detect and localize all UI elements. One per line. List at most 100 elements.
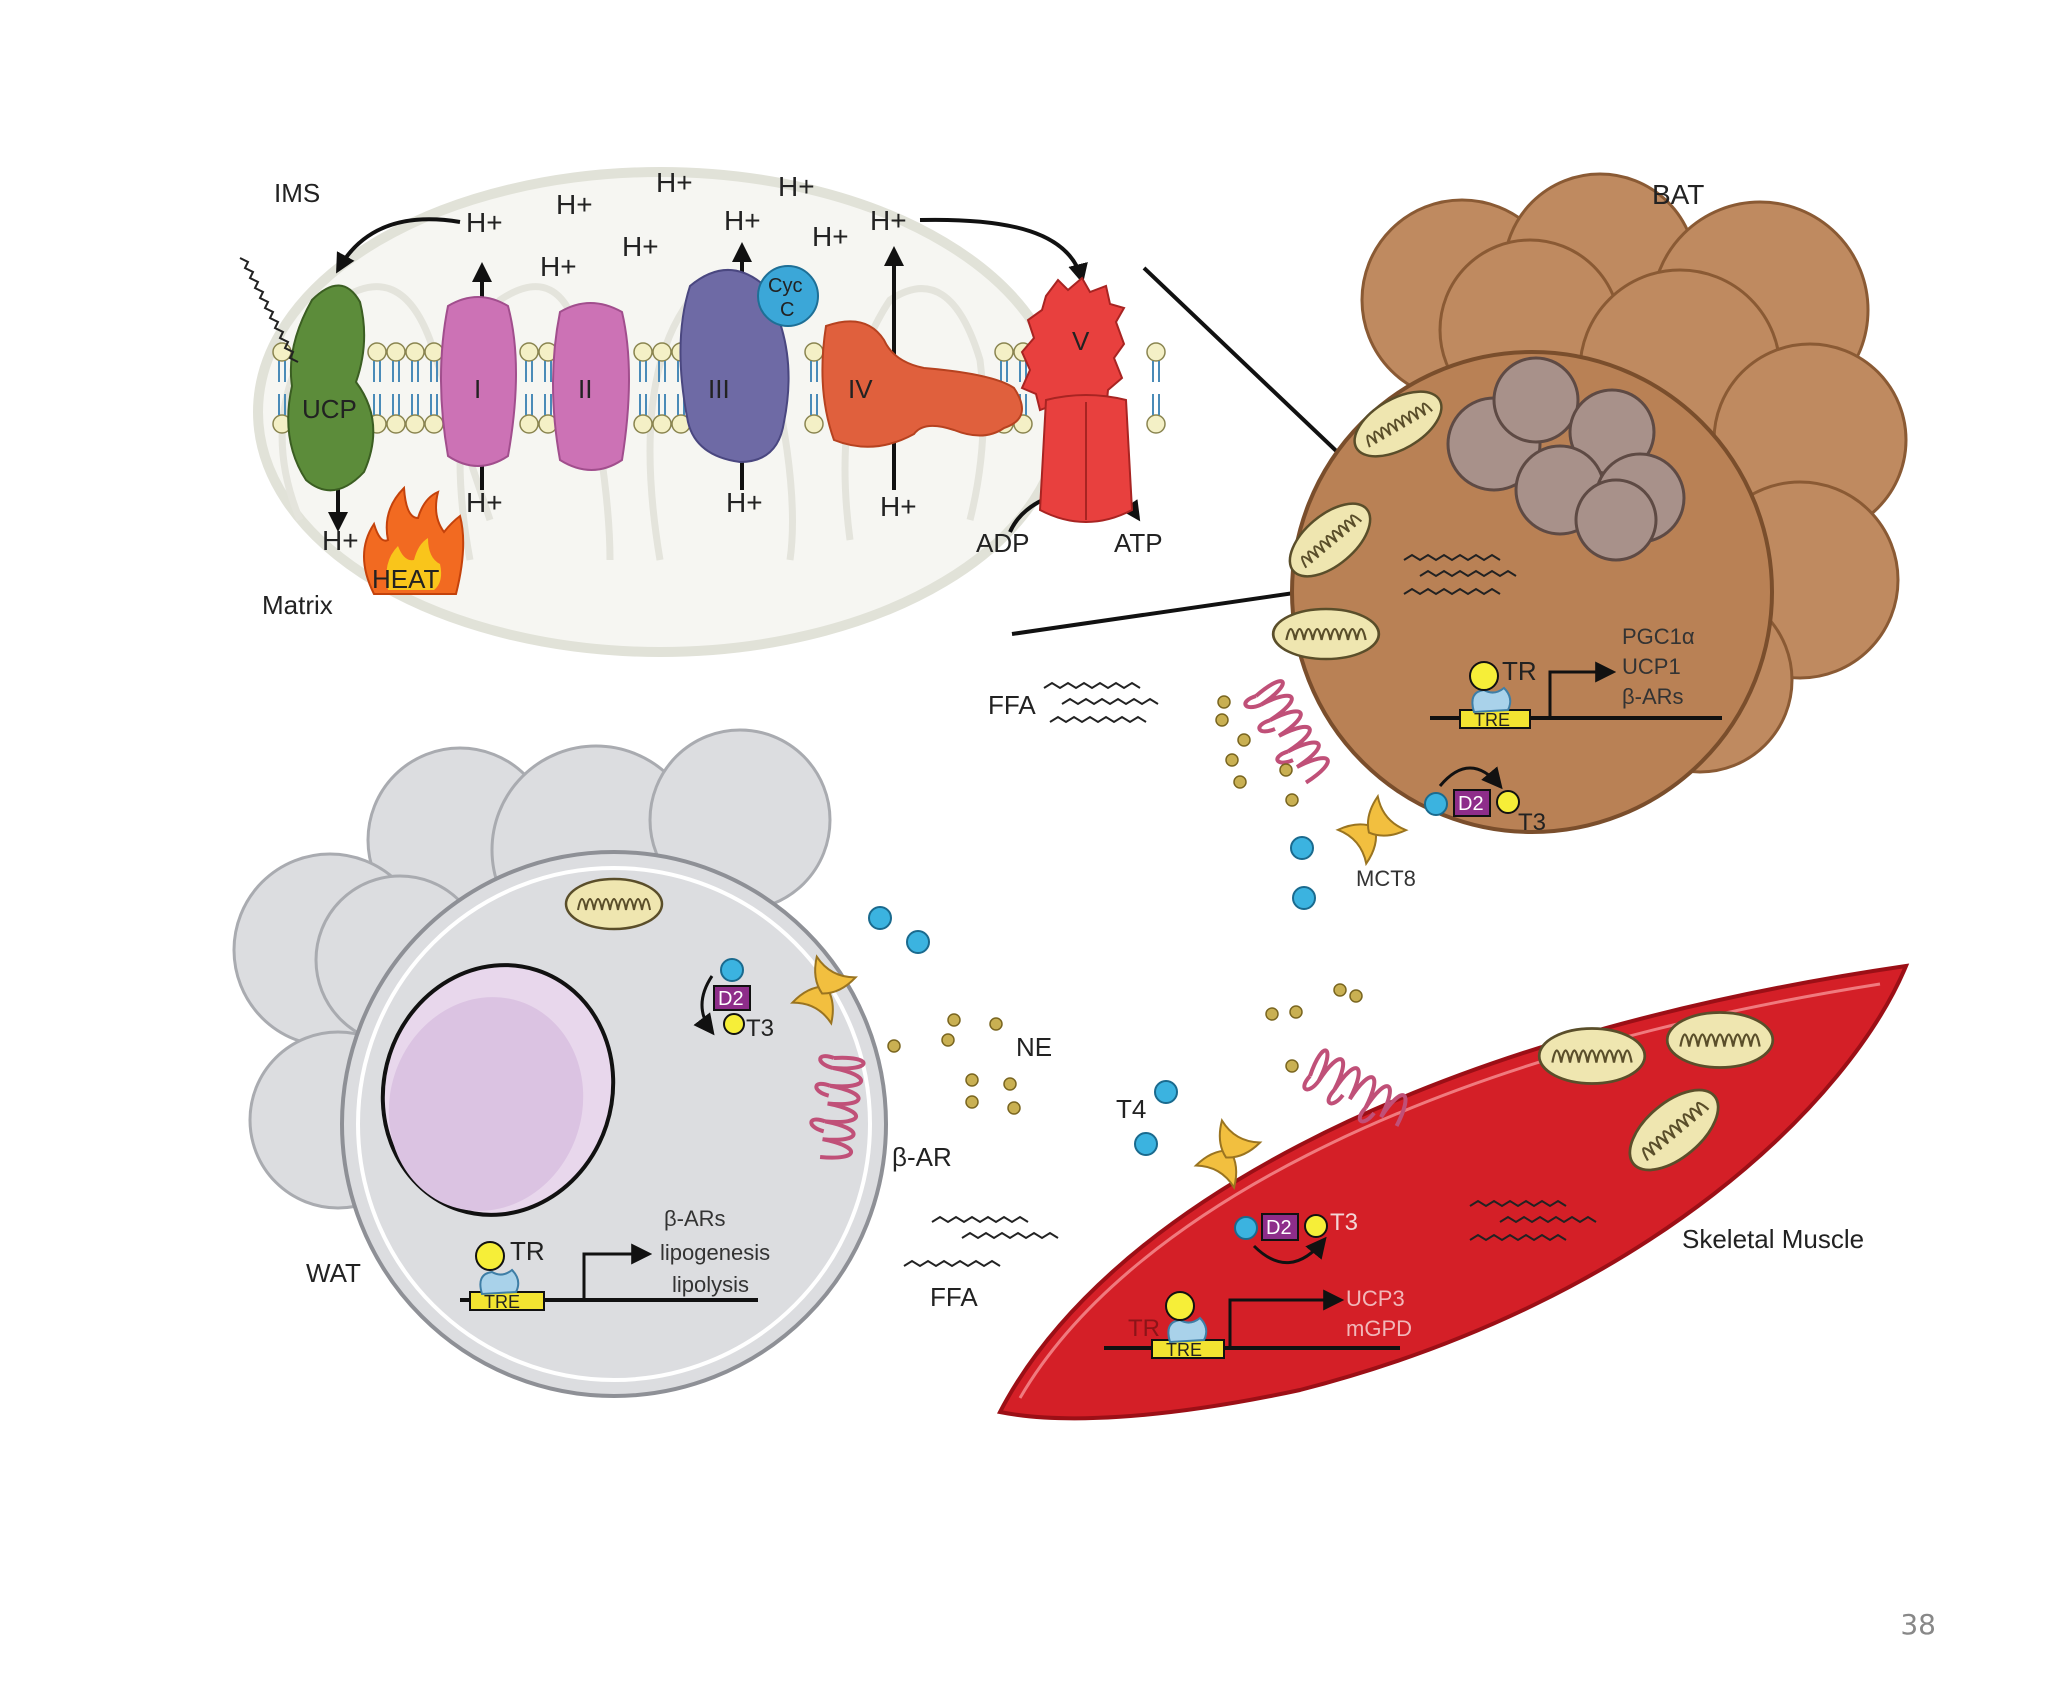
t4-molecule [1290, 836, 1314, 860]
wat-t3-label: T3 [746, 1015, 774, 1042]
complex-iii: III [679, 269, 790, 464]
lipid-head [804, 414, 824, 434]
page-number: 38 [1900, 1608, 1936, 1641]
lipid-tail [411, 361, 419, 382]
h-plus-label: H+ [656, 167, 693, 198]
muscle-mitochondrion [1537, 1027, 1647, 1085]
wat-d2-box [713, 985, 751, 1011]
complex-v-atp-synthase: V [1020, 276, 1134, 523]
cyc-c-label: C [780, 299, 794, 321]
muscle-transcription-arrow [1228, 1289, 1345, 1348]
signal-squiggle [239, 257, 299, 363]
h-plus-label: H+ [322, 525, 359, 556]
lipid-tail [810, 361, 818, 382]
muscle-target-gene: UCP3 [1346, 1286, 1405, 1311]
heat-label: HEAT [372, 564, 440, 594]
beta-ar-label: β-AR [892, 1142, 952, 1172]
h-plus-label: H+ [622, 231, 659, 262]
wat-d2-arrow [693, 975, 715, 1036]
lipid-head [519, 342, 539, 362]
lipid-head [652, 342, 672, 362]
adp-label: ADP [976, 528, 1029, 558]
ne-label: NE [1016, 1032, 1052, 1062]
complex-i-label: I [474, 374, 481, 404]
lipid-head [652, 414, 672, 434]
bat-lipid-droplets [1446, 356, 1686, 562]
t4-label: T4 [1116, 1094, 1146, 1124]
bat-t3-ligand [1469, 661, 1499, 691]
lipid-head [405, 414, 425, 434]
h-plus-label: H+ [870, 205, 907, 236]
bat-t3-label: T3 [1518, 809, 1546, 836]
lipid-head [367, 342, 387, 362]
lipid-tail [392, 361, 400, 382]
lipid-head [1146, 342, 1166, 362]
lipid-tail [278, 361, 286, 382]
h-plus-label: H+ [466, 207, 503, 238]
bat-transcription-arrow [1548, 661, 1617, 718]
lipid-tail [658, 394, 666, 415]
lipid-tail [1152, 394, 1160, 415]
lipid-tail [411, 394, 419, 415]
muscle-t3-ligand [1165, 1291, 1195, 1321]
bat-d2-arrow [1438, 766, 1503, 790]
complex-iii-label: III [708, 374, 730, 404]
t4-molecule [1292, 886, 1316, 910]
bat-d2-conversion: D2 T3 [1424, 766, 1546, 836]
t4-molecule [720, 958, 744, 982]
wat-d2-conversion: D2 T3 [693, 958, 774, 1042]
t4-molecule [1134, 1132, 1158, 1156]
wat-mitochondrion [564, 877, 664, 931]
proton-labels: H+ H+ H+ H+ H+ H+ H+ H+ H+ H+ H+ H+ H+ [322, 167, 917, 556]
h-plus-label: H+ [726, 487, 763, 518]
t3-molecule [723, 1013, 745, 1035]
lipid-head [994, 342, 1014, 362]
muscle-tr-protein [1167, 1316, 1208, 1344]
wat-t3-ligand [475, 1241, 505, 1271]
bat-target-gene: PGC1α [1622, 624, 1695, 649]
muscle-label: Skeletal Muscle [1682, 1224, 1864, 1254]
mct8-label: MCT8 [1356, 866, 1416, 891]
lipid-head [424, 342, 444, 362]
complex-v-label: V [1072, 326, 1090, 356]
lipid-head [519, 414, 539, 434]
wat-gene-regulation: TRE TR β-ARs lipogenesis lipolysis [460, 1206, 770, 1312]
lipid-tail [544, 394, 552, 415]
lipid-tail [639, 394, 647, 415]
wat-tre-label: TRE [484, 1292, 520, 1312]
t4-molecule [868, 906, 892, 930]
lipid-tail [392, 394, 400, 415]
lipid-tail [639, 361, 647, 382]
mitochondrion-panel: UCP I II III Cyc C IV [239, 167, 1166, 657]
lipid-head [386, 414, 406, 434]
wat-tr-label: TR [510, 1236, 545, 1266]
muscle-target-gene: mGPD [1346, 1316, 1412, 1341]
wat-d2-label: D2 [718, 988, 744, 1010]
wat-transcription-arrow [582, 1243, 653, 1300]
wat-target-gene: lipolysis [672, 1272, 749, 1297]
circulating-ffa [903, 1216, 1059, 1267]
bat-ffa: FFA [988, 682, 1159, 723]
muscle-d2-arrow [1252, 1236, 1327, 1264]
lipid-tail [430, 361, 438, 382]
bat-tr-label: TR [1502, 656, 1537, 686]
muscle-t3-label: T3 [1330, 1209, 1358, 1236]
muscle-gene-regulation: TRE TR UCP3 mGPD [1104, 1286, 1412, 1360]
bat-gene-regulation: TRE TR PGC1α UCP1 β-ARs [1430, 624, 1722, 730]
muscle-tr-label: TR [1128, 1315, 1160, 1342]
lipid-tail [373, 361, 381, 382]
bat-tissue: BAT TRE TR PGC1α UCP1 β-ARs D2 T3 MCT8 [988, 172, 1908, 910]
bat-mct8-transporter [1336, 795, 1408, 865]
ne-molecules [887, 1013, 1021, 1115]
muscle-tre-label: TRE [1166, 1340, 1202, 1360]
t3-molecule [1496, 790, 1520, 814]
bat-ffa-label: FFA [988, 690, 1036, 720]
lipid-head [405, 342, 425, 362]
h-plus-label: H+ [466, 487, 503, 518]
proton-arrow-ucp-in [336, 217, 461, 274]
bat-target-gene: β-ARs [1622, 684, 1684, 709]
lipid-tail [1152, 361, 1160, 382]
bat-label: BAT [1652, 179, 1704, 210]
lipid-head [804, 342, 824, 362]
